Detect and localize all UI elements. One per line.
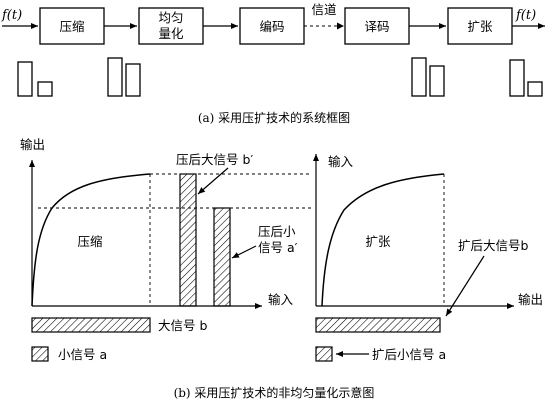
channel-arrowhead [337,22,344,30]
expand-y-axis-label: 输入 [328,154,354,169]
expansion-curve [321,173,445,307]
level-bar-compressed-small [125,63,141,97]
compress-y-axis-label: 输出 [20,137,45,152]
small-signal-bar [31,346,49,362]
input-signal-label: f(t) [1,8,22,23]
compression-graph: 输出 输入 压缩 大信号 b 小信号 a 压后大信号 b′ 压后小 信号 a′ [20,137,312,362]
quantizer-label-1: 均匀 [158,10,183,25]
compressor-label: 压缩 [59,19,84,34]
expanded-large-pointer [445,255,485,317]
caption-a: (a) 采用压扩技术的系统框图 [198,110,350,125]
output-signal-label: f(t) [515,8,536,23]
expand-x-axis-label: 输出 [518,292,543,307]
expansion-graph: 输入 输出 扩张 扩后大信号b 扩后小信号 a [313,154,543,362]
level-bar-output-large [509,59,525,97]
expand-region-label: 扩张 [365,234,391,249]
expanded-large-label: 扩后大信号b [458,238,529,253]
large-signal-bar [31,317,151,333]
compressed-small-pointer [231,245,257,259]
level-bar-input-small [37,81,53,97]
caption-b: (b) 采用压扩技术的非均匀量化示意图 [174,385,375,400]
compressed-large-signal-bar [179,173,197,307]
compressed-small-signal-bar [213,207,231,307]
expanded-small-signal-bar [315,346,333,362]
decoder-block [344,7,410,45]
expanded-small-label: 扩后小信号 a [372,347,446,362]
decoder-label: 译码 [364,19,389,34]
expander-label: 扩张 [467,19,493,34]
compressed-large-pointer [197,167,229,195]
expanded-large-signal-bar [315,317,441,333]
channel-label: 信道 [311,2,337,17]
encoder-block [239,7,305,45]
compressed-small-label-1: 压后小 [258,224,296,239]
large-signal-label: 大信号 b [158,318,207,333]
quantizer-label-2: 量化 [158,26,184,41]
level-bar-input-large [17,61,33,97]
level-bar-output-small [527,81,543,97]
small-signal-label: 小信号 a [58,347,107,362]
compress-x-axis-label: 输入 [268,292,294,307]
level-bar-decoded-small [429,65,445,97]
system-block-diagram: f(t) 压缩 均匀 量化 编码 信道 译码 扩张 f(t) (a) 采用压扩技… [1,2,545,125]
compressed-small-label-2: 信号 a′ [258,240,298,255]
level-bar-compressed-large [107,57,123,97]
level-bar-decoded-large [411,57,427,97]
expander-block [447,7,513,45]
encoder-label: 编码 [259,19,284,34]
compress-region-label: 压缩 [77,234,102,249]
compressed-large-label: 压后大信号 b′ [176,152,253,167]
